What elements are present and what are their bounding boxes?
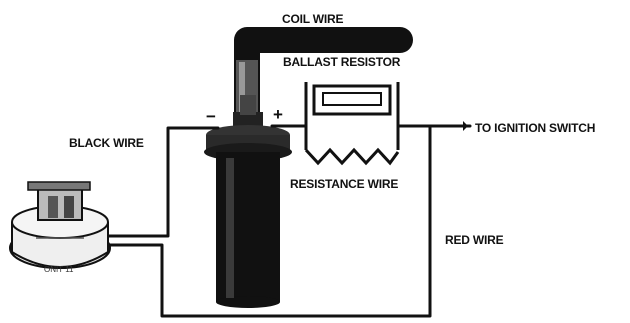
ballast-resistor xyxy=(304,82,400,166)
coil-wire xyxy=(234,27,413,133)
black-wire xyxy=(103,126,220,238)
label-black-wire: BLACK WIRE xyxy=(69,136,144,150)
label-negative-terminal: − xyxy=(206,107,216,126)
label-resistance-wire: RESISTANCE WIRE xyxy=(290,177,398,191)
distributor: ONIT 11 xyxy=(9,181,111,274)
label-coil-wire: COIL WIRE xyxy=(282,12,344,26)
ignition-coil xyxy=(204,95,292,308)
svg-text:ONIT 11: ONIT 11 xyxy=(44,265,74,274)
label-to-ignition-switch: TO IGNITION SWITCH xyxy=(475,121,595,135)
arrow-icon xyxy=(463,121,468,131)
label-red-wire: RED WIRE xyxy=(445,233,504,247)
label-ballast-resistor: BALLAST RESISTOR xyxy=(283,55,401,69)
red-wire xyxy=(103,124,432,318)
label-positive-terminal: + xyxy=(273,105,283,124)
